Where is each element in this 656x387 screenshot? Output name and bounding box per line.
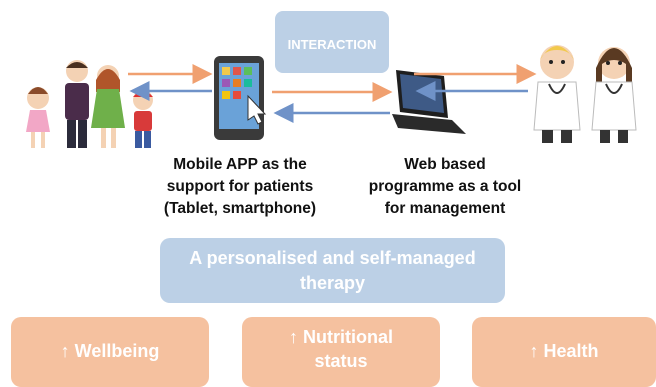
outcome-nutritional-status: ↑ Nutritional status bbox=[242, 317, 440, 387]
laptop-icon bbox=[392, 70, 466, 134]
diagram-graphics bbox=[26, 45, 637, 148]
interaction-label: INTERACTION bbox=[275, 11, 389, 73]
doctors-icon bbox=[533, 45, 637, 143]
web-programme-caption: Web based programme as a tool for manage… bbox=[350, 154, 540, 220]
outcome-health: ↑ Health bbox=[472, 317, 656, 387]
web-caption-line-3: for management bbox=[384, 200, 506, 217]
mobile-caption-line-2: support for patients bbox=[166, 178, 314, 195]
interaction-label-text: INTERACTION bbox=[287, 37, 377, 52]
smartphone-icon bbox=[214, 56, 267, 140]
therapy-box: A personalised and self-managed therapy bbox=[160, 238, 505, 303]
mobile-caption-line-1: Mobile APP as the bbox=[173, 156, 307, 173]
outcome-nutritional-line-2: status bbox=[314, 351, 368, 371]
outcome-wellbeing-label: ↑ Wellbeing bbox=[60, 341, 160, 361]
outcome-health-label: ↑ Health bbox=[529, 341, 599, 361]
therapy-line-2: therapy bbox=[299, 272, 366, 293]
therapy-line-1: A personalised and self-managed bbox=[189, 247, 476, 268]
web-caption-line-1: Web based bbox=[404, 156, 486, 173]
web-caption-line-2: programme as a tool bbox=[368, 178, 522, 195]
outcome-wellbeing: ↑ Wellbeing bbox=[11, 317, 209, 387]
outcome-nutritional-line-1: ↑ Nutritional bbox=[289, 327, 393, 347]
mobile-app-caption: Mobile APP as the support for patients (… bbox=[140, 154, 340, 220]
mobile-caption-line-3: (Tablet, smartphone) bbox=[163, 200, 317, 217]
